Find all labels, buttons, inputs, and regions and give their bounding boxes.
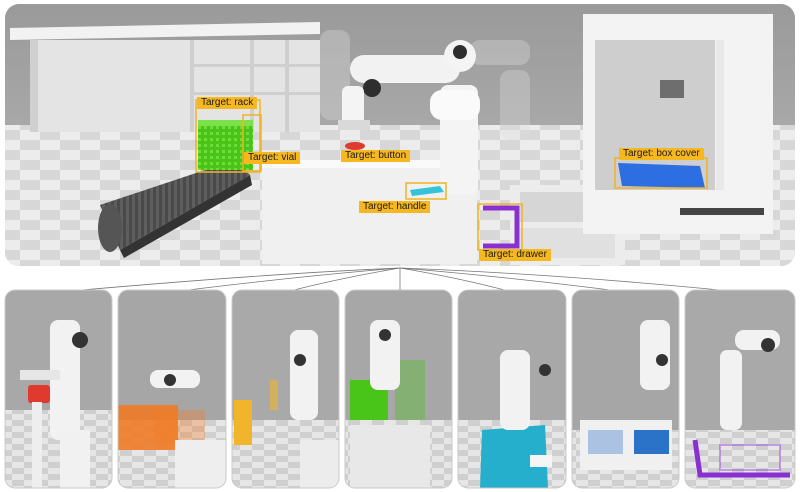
label-drawer: Target: drawer bbox=[479, 249, 551, 261]
label-handle: Target: handle bbox=[359, 201, 431, 213]
thumbnail-blue-box-task bbox=[572, 290, 679, 488]
label-button: Target: button bbox=[341, 150, 411, 162]
label-vial: Target: vial bbox=[244, 152, 301, 164]
panel-borders bbox=[4, 289, 796, 489]
connector-lines bbox=[59, 267, 741, 293]
thumbnail-yellow-rack-task bbox=[232, 290, 339, 488]
thumbnail-orange-rack-task bbox=[118, 290, 226, 488]
thumbnail-purple-drawer-task bbox=[685, 290, 795, 488]
label-rack: Target: rack bbox=[197, 97, 258, 109]
label-box-cover: Target: box cover bbox=[619, 148, 704, 160]
main-scene-panel bbox=[5, 4, 795, 266]
thumbnail-button-task bbox=[5, 290, 112, 488]
thumbnail-teal-box-task bbox=[458, 290, 566, 488]
thumbnail-green-rack-task bbox=[345, 290, 452, 488]
